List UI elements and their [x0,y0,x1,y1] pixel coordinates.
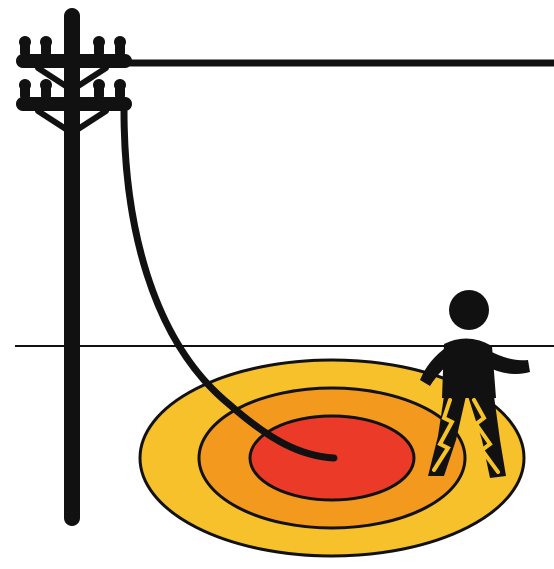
person-torso [442,338,496,398]
person-head [449,290,489,330]
utility-pole-icon [16,8,132,526]
